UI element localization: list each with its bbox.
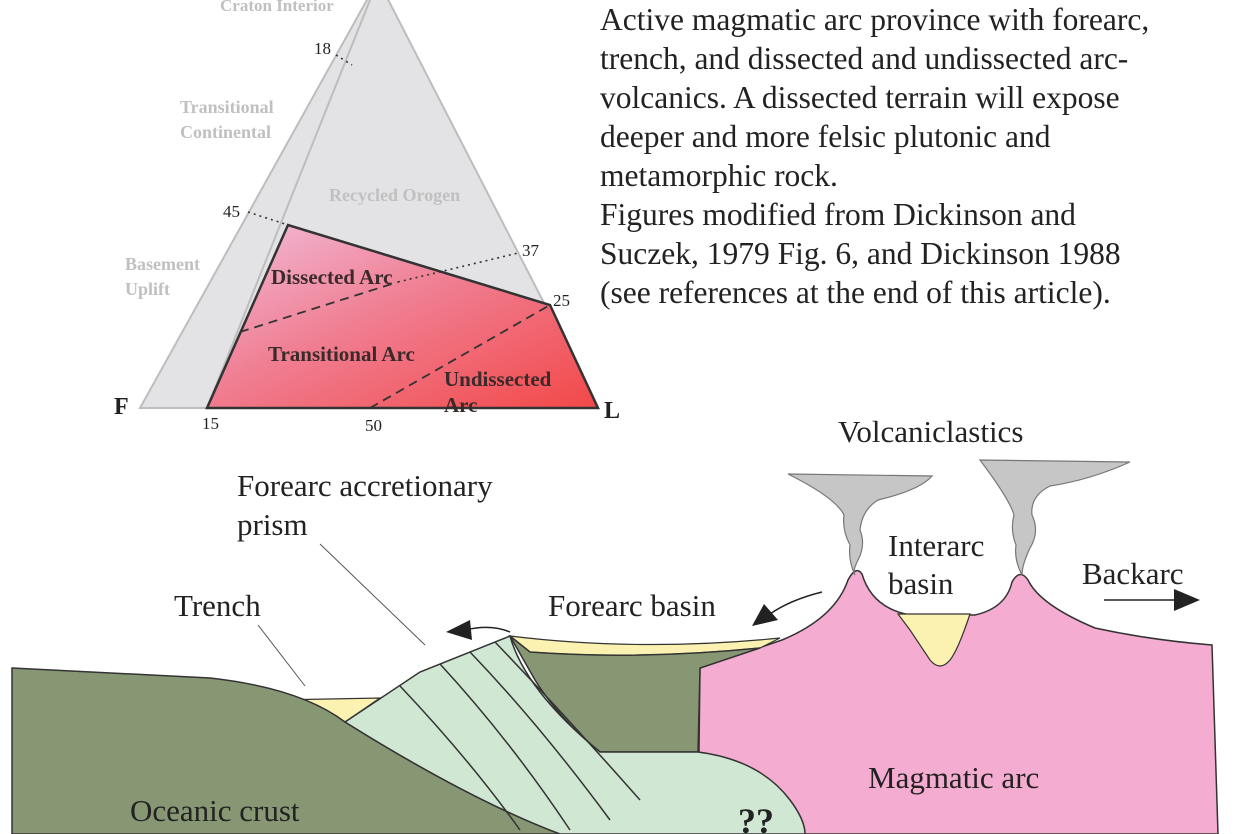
tick-50: 50	[365, 416, 382, 435]
forearc-basement	[509, 635, 761, 753]
description-line: (see references at the end of this artic…	[600, 275, 1111, 310]
tick-45: 45	[223, 202, 240, 221]
label-unknown: ??	[738, 801, 774, 834]
description-line: deeper and more felsic plutonic and	[600, 119, 1051, 154]
description-line: volcanics. A dissected terrain will expo…	[600, 80, 1120, 115]
description-line: metamorphic rock.	[600, 158, 838, 193]
tick-25: 25	[553, 291, 570, 310]
magmatic-arc-body	[697, 569, 1219, 834]
ternary-inner-line	[206, 0, 372, 409]
tick-37: 37	[522, 241, 540, 260]
ternary-diagram: Craton Interior Transitional Continental…	[114, 0, 620, 435]
label-undissected-arc-1: Undissected	[444, 367, 552, 391]
interarc-basin-fill	[896, 613, 971, 667]
tick-18: 18	[314, 39, 331, 58]
vertex-f: F	[114, 394, 129, 420]
description-line: Active magmatic arc province with forear…	[600, 2, 1150, 37]
label-backarc: Backarc	[1082, 556, 1184, 591]
prism-thrust-lines	[399, 641, 641, 831]
arrow-backarc	[1104, 589, 1200, 611]
label-transitional-continental-2: Continental	[180, 122, 271, 142]
label-interarc-1: Interarc	[888, 528, 984, 563]
label-trench: Trench	[174, 588, 261, 623]
vertex-l: L	[604, 398, 620, 424]
label-magmatic-arc: Magmatic arc	[868, 760, 1039, 795]
boundary-dissected-dashed	[239, 281, 399, 333]
boundary-37-dotted	[397, 252, 519, 283]
boundary-45-dotted	[247, 211, 289, 226]
label-basement-uplift-2: Uplift	[125, 279, 170, 299]
magmatic-arc-field	[205, 223, 600, 410]
volcaniclastic-plume-right	[978, 459, 1131, 576]
arrow-forearc-basin	[752, 591, 823, 626]
description-line: trench, and dissected and undissected ar…	[600, 41, 1129, 76]
label-craton-interior: Craton Interior	[220, 0, 334, 15]
volcaniclastic-plume-left	[787, 473, 934, 576]
tick-15: 15	[202, 414, 219, 433]
arrow-prism	[446, 620, 511, 640]
leader-prism	[319, 543, 426, 646]
description-line: Suczek, 1979 Fig. 6, and Dickinson 1988	[600, 236, 1121, 271]
label-undissected-arc-2: Arc	[444, 393, 477, 417]
description-line: Figures modified from Dickinson and	[600, 197, 1076, 232]
label-interarc-2: basin	[888, 566, 954, 601]
label-dissected-arc: Dissected Arc	[271, 265, 393, 289]
label-volcaniclastics: Volcaniclastics	[838, 414, 1023, 449]
label-transitional-arc: Transitional Arc	[268, 342, 415, 366]
label-forearc-basin: Forearc basin	[548, 588, 716, 623]
label-forearc-prism-2: prism	[237, 507, 308, 542]
label-transitional-continental-1: Transitional	[180, 97, 274, 117]
label-recycled-orogen: Recycled Orogen	[329, 185, 460, 205]
label-basement-uplift-1: Basement	[125, 254, 200, 274]
leader-trench	[257, 624, 306, 687]
boundary-undissected-dashed	[369, 304, 551, 409]
cross-section: Volcaniclastics Forearc accretionary pri…	[11, 414, 1219, 834]
description-text: Active magmatic arc province with forear…	[600, 0, 1240, 312]
label-forearc-prism-1: Forearc accretionary	[237, 468, 493, 503]
label-oceanic-crust: Oceanic crust	[130, 793, 300, 828]
